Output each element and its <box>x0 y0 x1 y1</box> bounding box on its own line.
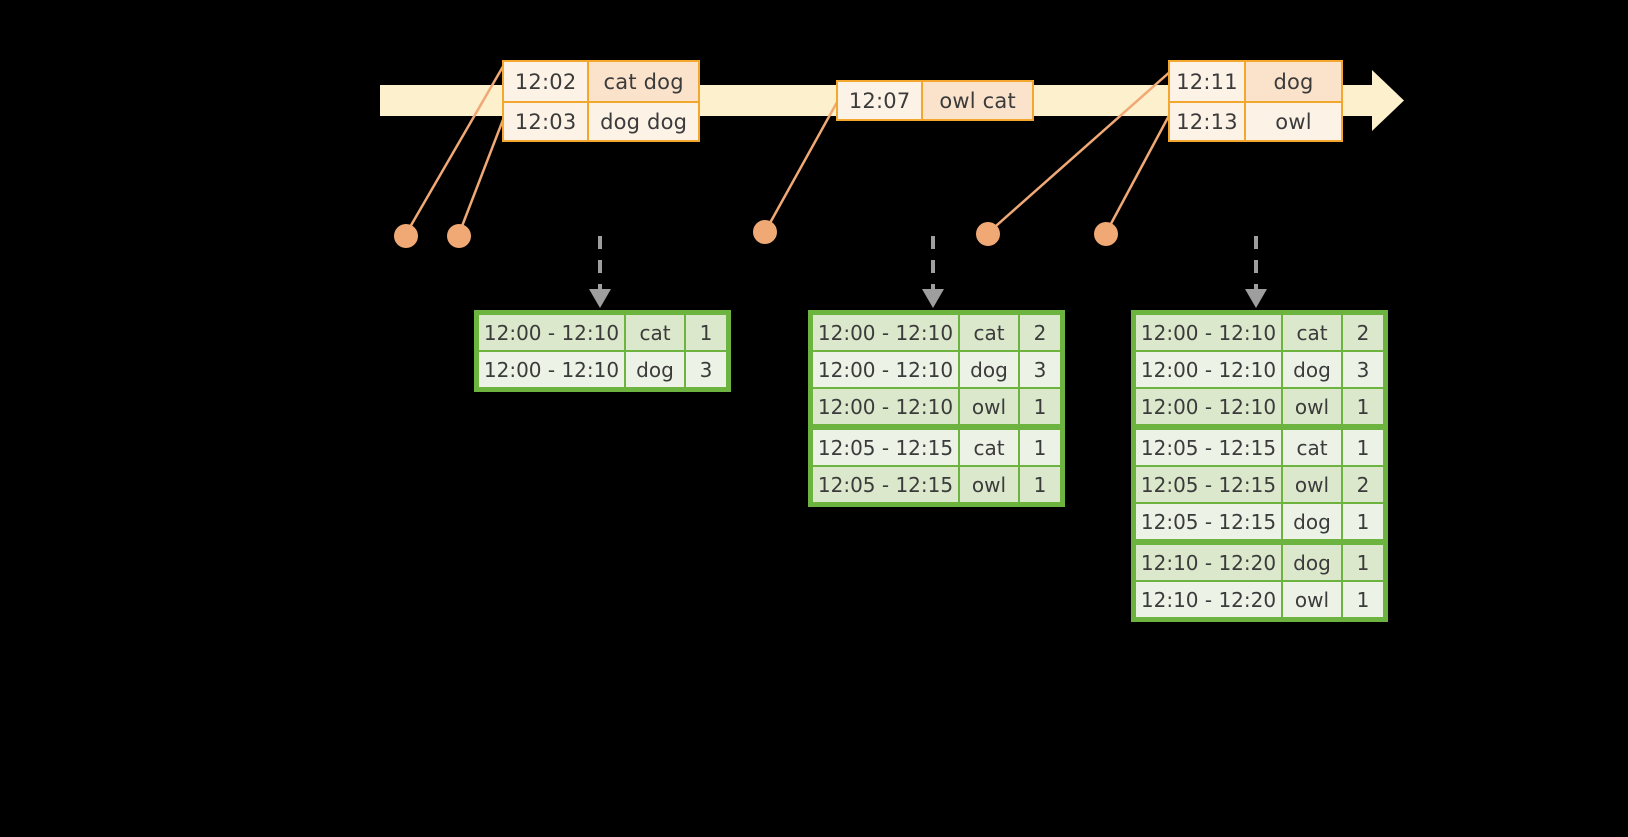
event-time: 12:13 <box>1170 103 1244 140</box>
key-cell: cat <box>626 315 684 350</box>
event-row[interactable]: 12:07 owl cat <box>838 82 1032 119</box>
event-row[interactable]: 12:13 owl <box>1170 101 1341 140</box>
key-cell: cat <box>960 430 1018 465</box>
table-row[interactable]: 12:05 - 12:15 owl 2 <box>1136 467 1383 502</box>
table-row[interactable]: 12:05 - 12:15 dog 1 <box>1136 504 1383 539</box>
result-table-1[interactable]: 12:00 - 12:10 cat 1 12:00 - 12:10 dog 3 <box>474 310 731 392</box>
event-value: owl cat <box>921 82 1032 119</box>
marker-dot <box>976 222 1000 246</box>
count-cell: 1 <box>1343 545 1383 580</box>
key-cell: cat <box>960 315 1018 350</box>
count-cell: 2 <box>1343 315 1383 350</box>
marker-dot <box>753 220 777 244</box>
event-box-group-2[interactable]: 12:07 owl cat <box>836 80 1034 121</box>
table-row[interactable]: 12:00 - 12:10 cat 1 <box>479 315 726 350</box>
table-row[interactable]: 12:05 - 12:15 cat 1 <box>813 430 1060 465</box>
marker-dot <box>447 224 471 248</box>
window-cell: 12:05 - 12:15 <box>1136 467 1281 502</box>
event-time: 12:11 <box>1170 62 1244 101</box>
window-cell: 12:10 - 12:20 <box>1136 545 1281 580</box>
result-table-2[interactable]: 12:00 - 12:10 cat 2 12:00 - 12:10 dog 3 … <box>808 310 1065 507</box>
table-row[interactable]: 12:00 - 12:10 owl 1 <box>813 389 1060 424</box>
table-arrows <box>589 236 1267 308</box>
window-cell: 12:00 - 12:10 <box>813 315 958 350</box>
marker-dot <box>1094 222 1118 246</box>
key-cell: dog <box>1283 545 1341 580</box>
key-cell: owl <box>1283 467 1341 502</box>
key-cell: cat <box>1283 430 1341 465</box>
count-cell: 2 <box>1020 315 1060 350</box>
count-cell: 1 <box>1343 389 1383 424</box>
count-cell: 1 <box>1020 389 1060 424</box>
window-cell: 12:00 - 12:10 <box>813 389 958 424</box>
arrow-to-table-1 <box>589 236 611 308</box>
count-cell: 1 <box>1020 467 1060 502</box>
window-cell: 12:00 - 12:10 <box>1136 389 1281 424</box>
event-value: dog <box>1244 62 1341 101</box>
table-row[interactable]: 12:00 - 12:10 cat 2 <box>1136 315 1383 350</box>
table-row[interactable]: 12:00 - 12:10 owl 1 <box>1136 389 1383 424</box>
count-cell: 3 <box>1343 352 1383 387</box>
count-cell: 3 <box>1020 352 1060 387</box>
count-cell: 3 <box>686 352 726 387</box>
count-cell: 1 <box>686 315 726 350</box>
count-cell: 1 <box>1020 430 1060 465</box>
window-cell: 12:05 - 12:15 <box>1136 430 1281 465</box>
count-cell: 1 <box>1343 504 1383 539</box>
event-time: 12:03 <box>504 103 588 140</box>
key-cell: owl <box>1283 389 1341 424</box>
key-cell: owl <box>1283 582 1341 617</box>
event-value: cat dog <box>587 62 698 101</box>
table-row[interactable]: 12:00 - 12:10 dog 3 <box>813 352 1060 387</box>
key-cell: owl <box>960 467 1018 502</box>
event-value: dog dog <box>587 103 698 140</box>
key-cell: dog <box>960 352 1018 387</box>
table-row[interactable]: 12:00 - 12:10 cat 2 <box>813 315 1060 350</box>
window-cell: 12:10 - 12:20 <box>1136 582 1281 617</box>
key-cell: dog <box>626 352 684 387</box>
event-box-group-1[interactable]: 12:02 cat dog 12:03 dog dog <box>502 60 700 142</box>
key-cell: owl <box>960 389 1018 424</box>
window-cell: 12:05 - 12:15 <box>1136 504 1281 539</box>
window-cell: 12:00 - 12:10 <box>813 352 958 387</box>
event-value: owl <box>1244 103 1341 140</box>
table-group-divider <box>1136 426 1383 428</box>
key-cell: dog <box>1283 352 1341 387</box>
event-time: 12:02 <box>504 62 588 101</box>
count-cell: 1 <box>1343 582 1383 617</box>
window-cell: 12:05 - 12:15 <box>813 467 958 502</box>
table-row[interactable]: 12:00 - 12:10 dog 3 <box>479 352 726 387</box>
event-time: 12:07 <box>838 82 922 119</box>
count-cell: 1 <box>1343 430 1383 465</box>
marker-dot <box>394 224 418 248</box>
window-cell: 12:00 - 12:10 <box>1136 352 1281 387</box>
window-cell: 12:00 - 12:10 <box>479 352 624 387</box>
count-cell: 2 <box>1343 467 1383 502</box>
window-cell: 12:00 - 12:10 <box>479 315 624 350</box>
event-box-group-3[interactable]: 12:11 dog 12:13 owl <box>1168 60 1343 142</box>
window-cell: 12:00 - 12:10 <box>1136 315 1281 350</box>
arrow-to-table-2 <box>922 236 944 308</box>
arrow-to-table-3 <box>1245 236 1267 308</box>
key-cell: cat <box>1283 315 1341 350</box>
event-row[interactable]: 12:03 dog dog <box>504 101 698 140</box>
table-group-divider <box>1136 541 1383 543</box>
event-row[interactable]: 12:11 dog <box>1170 62 1341 101</box>
table-row[interactable]: 12:10 - 12:20 owl 1 <box>1136 582 1383 617</box>
table-row[interactable]: 12:10 - 12:20 dog 1 <box>1136 545 1383 580</box>
marker-dots <box>394 220 1118 248</box>
table-group-divider <box>813 426 1060 428</box>
table-row[interactable]: 12:05 - 12:15 owl 1 <box>813 467 1060 502</box>
window-cell: 12:05 - 12:15 <box>813 430 958 465</box>
event-row[interactable]: 12:02 cat dog <box>504 62 698 101</box>
table-row[interactable]: 12:00 - 12:10 dog 3 <box>1136 352 1383 387</box>
key-cell: dog <box>1283 504 1341 539</box>
table-row[interactable]: 12:05 - 12:15 cat 1 <box>1136 430 1383 465</box>
result-table-3[interactable]: 12:00 - 12:10 cat 2 12:00 - 12:10 dog 3 … <box>1131 310 1388 622</box>
